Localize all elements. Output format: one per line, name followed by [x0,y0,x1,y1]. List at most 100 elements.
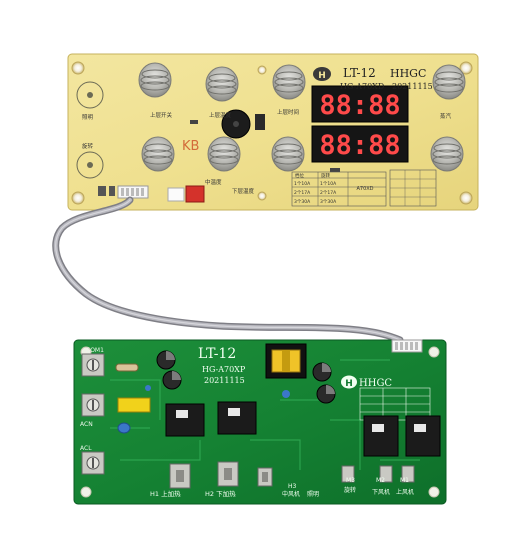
button-outline-dot [87,92,93,98]
film-capacitor [117,397,151,413]
jumper-grid [389,169,437,207]
spring-button [432,64,466,100]
table-cell: 2个17A [320,190,337,196]
power-board: COM1 ACN ACL LT-12 HG-A70XP 20211115 [73,339,447,505]
kb-mark: KB [182,139,199,154]
table-cell: 1个10A [320,181,337,187]
power-table: 档位 旋转 1个10A 1个10A 2个17A 2个17A 3个30A 3个30… [291,171,387,207]
electrolytic-capacitor [162,370,182,390]
white-connector [167,187,185,202]
connector-pin [141,188,144,196]
connector-pin [131,188,134,196]
table-cell: 3个30A [294,199,311,205]
connector-pin [400,342,403,350]
smd-component [255,114,265,130]
label-upper-switch: 上层开关 [150,111,173,119]
button-outline-dot [87,162,93,168]
smd-component [109,186,115,196]
label-middle-temp: 中温度 [205,178,222,186]
mount-hole [71,191,85,205]
power-model-name: LT-12 [198,346,236,362]
power-brand: HHGC [359,378,392,389]
spade-terminal [169,463,191,489]
power-date-code: 20211115 [204,376,245,385]
power-part-number: HG-A70XP [202,365,246,374]
spring-button [271,136,305,172]
label-acl: ACL [80,445,92,452]
brand-logo-letter: H [318,71,326,81]
terminal-com [81,353,105,377]
label-m3: M3 [346,477,355,484]
ceramic-capacitor [282,390,290,398]
connector-pin [405,342,408,350]
display-brand: HHGC [390,67,426,80]
label-m1: M1 [400,477,409,484]
table-cell: 3个30A [320,199,337,205]
spade-terminal [341,465,355,483]
spring-button [430,136,464,172]
mount-hole [80,486,92,498]
led-display-bottom [311,125,409,163]
spade-terminal [257,467,273,487]
smd-component [98,186,106,196]
display-model-name: LT-12 [343,66,376,80]
button-outline-rotate [76,151,104,179]
led-display-bottom-digits: 88:88 [319,130,400,161]
spring-button [272,64,306,100]
label-h3: H3 [288,483,297,490]
relay [165,403,205,437]
label-h1: H1 上加热 [150,489,181,498]
table-header-rotate: 旋转 [321,172,330,179]
label-lower-temp: 下层温度 [232,187,255,195]
transformer [265,343,307,379]
label-lower-fan: 下风机 [372,488,390,496]
label-steam: 蒸汽 [440,112,452,120]
label-upper-temp: 上层温度 [209,111,232,119]
label-m2: M2 [376,477,385,484]
spade-terminal [379,465,393,483]
label-light: 照明 [307,491,319,498]
power-brand-logo [341,375,357,389]
spring-button [138,62,172,98]
buzzer-hole [233,121,239,127]
spade-terminal [401,465,415,483]
table-cell: 1个10A [294,181,311,187]
electrolytic-capacitor [312,362,332,382]
electrolytic-capacitor [316,384,336,404]
display-part-number: HG-A70XD [340,82,384,91]
smd-component [330,168,340,172]
ribbon-cable [52,196,404,344]
mount-hole [257,191,267,201]
display-board: 88:88 88:88 H LT-12 HHGC HG-A70XD 202111… [67,53,479,211]
brand-logo [313,67,331,81]
ceramic-capacitor [117,422,131,434]
terminal-acl [81,451,105,475]
label-acn: ACN [80,421,93,428]
connector-pin [415,342,418,350]
spring-button [205,66,239,102]
relay [405,415,441,457]
label-lighting: 照明 [82,114,94,121]
relay [363,415,399,457]
resistor [115,363,139,372]
label-upper-fan: 上风机 [396,488,414,496]
smd-component [190,120,198,124]
connector-pin [395,342,398,350]
power-brand-logo-letter: H [345,379,353,389]
mount-hole [71,61,85,75]
table-header-gear: 档位 [295,172,304,179]
display-date-code: 20211115 [392,82,433,91]
mount-hole [459,191,473,205]
connector-pin [126,188,129,196]
button-outline-lighting [76,81,104,109]
mount-hole [428,346,440,358]
mount-hole [459,61,473,75]
connector-pin [410,342,413,350]
label-com: COM1 [86,347,104,354]
connector-pin [136,188,139,196]
pcb-traces [110,359,420,470]
label-h2: H2 下加热 [205,489,236,498]
spring-button [141,136,175,172]
spade-terminal [217,461,239,487]
relay [217,401,257,435]
